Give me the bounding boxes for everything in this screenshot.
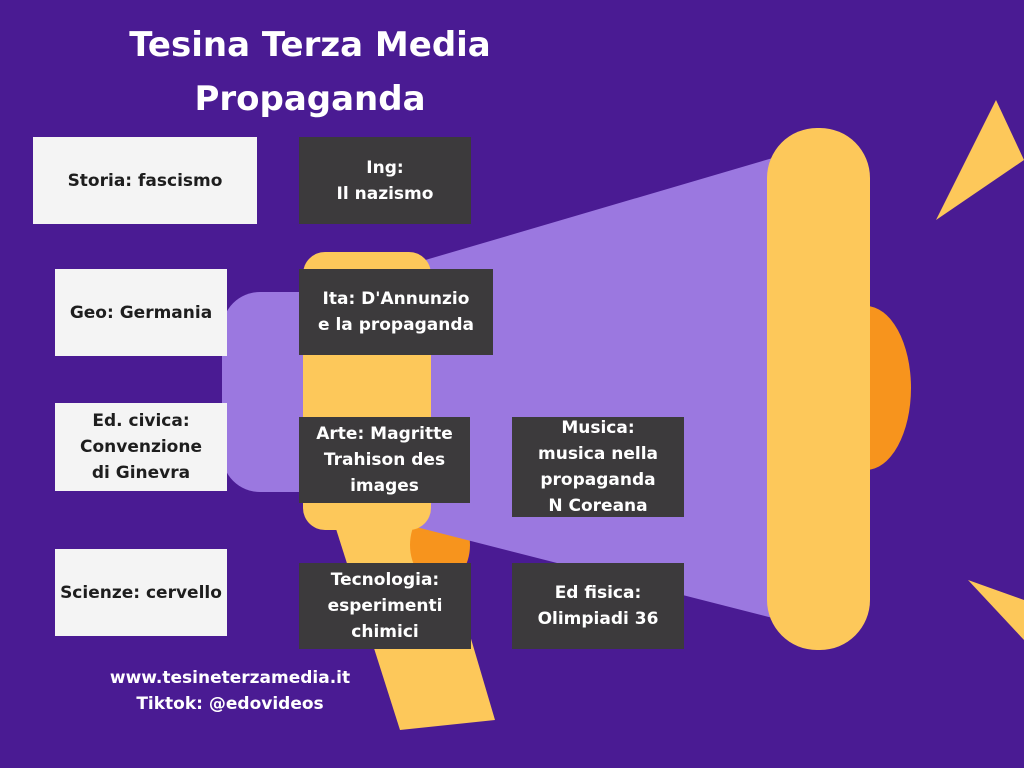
topic-educazione-civica: Ed. civica: Convenzione di Ginevra bbox=[55, 403, 227, 491]
topic-scienze: Scienze: cervello bbox=[55, 549, 227, 636]
topic-geografia: Geo: Germania bbox=[55, 269, 227, 356]
topic-italiano: Ita: D'Annunzio e la propaganda bbox=[299, 269, 493, 355]
topic-inglese: Ing: Il nazismo bbox=[299, 137, 471, 224]
page-title: Tesina Terza Media bbox=[129, 25, 491, 65]
page-subtitle: Propaganda bbox=[194, 79, 426, 119]
topic-storia: Storia: fascismo bbox=[33, 137, 257, 224]
topic-educazione-fisica: Ed fisica: Olimpiadi 36 bbox=[512, 563, 684, 649]
topic-tecnologia: Tecnologia: esperimenti chimici bbox=[299, 563, 471, 649]
sparkle-shape bbox=[968, 580, 1024, 640]
footer-website: www.tesineterzamedia.it bbox=[109, 668, 351, 688]
footer-tiktok: Tiktok: @edovideos bbox=[136, 694, 324, 714]
topic-arte: Arte: Magritte Trahison des images bbox=[299, 417, 470, 503]
megaphone-rim bbox=[767, 128, 870, 650]
topic-musica: Musica: musica nella propaganda N Corean… bbox=[512, 417, 684, 517]
sparkle-shape bbox=[936, 100, 1024, 220]
